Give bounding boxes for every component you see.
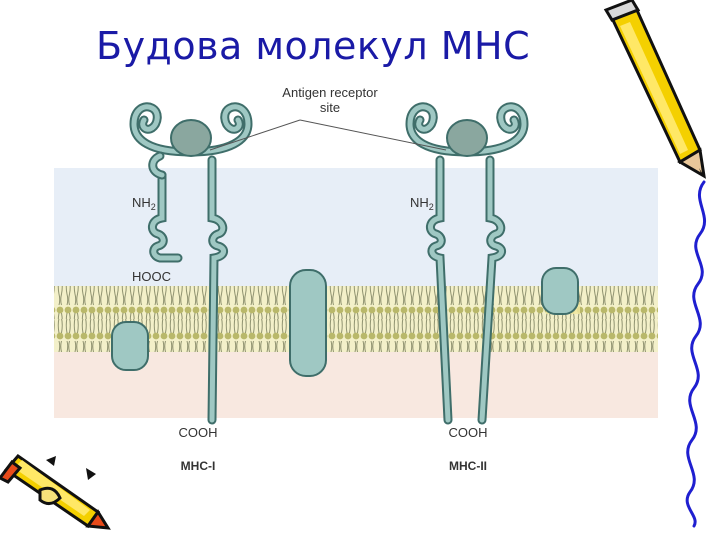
membrane-protein-left <box>111 321 149 371</box>
background-bands <box>54 168 658 418</box>
slide-title: Будова молекул МНС <box>96 24 531 68</box>
pencil-clipart-bottom-left <box>0 453 111 530</box>
mhc-i-label: MHC-I <box>181 459 216 473</box>
hooc-label: HOOC <box>132 269 171 284</box>
nh2-label-mhc-ii: NH2 <box>410 195 434 212</box>
nh2-label-mhc-i: NH2 <box>132 195 156 212</box>
mhc-ii-label: MHC-II <box>449 459 487 473</box>
antigen-peptide-mhc-ii <box>446 119 488 157</box>
mhc-i-molecule <box>129 102 253 425</box>
antigen-label-line1: Antigen receptor <box>282 85 378 100</box>
cooh-label-mhc-ii: COOH <box>449 425 488 440</box>
membrane-protein-right <box>541 267 580 315</box>
membrane-protein-center <box>289 269 327 377</box>
antigen-leader-lines <box>209 119 447 151</box>
squiggle-decoration-right <box>685 180 707 528</box>
antigen-peptide-mhc-i <box>170 119 212 157</box>
mhc-ii-molecule <box>405 102 529 425</box>
cooh-label-mhc-i: COOH <box>179 425 218 440</box>
pencil-clipart-top-right <box>603 0 706 179</box>
antigen-label-line2: site <box>320 100 340 115</box>
